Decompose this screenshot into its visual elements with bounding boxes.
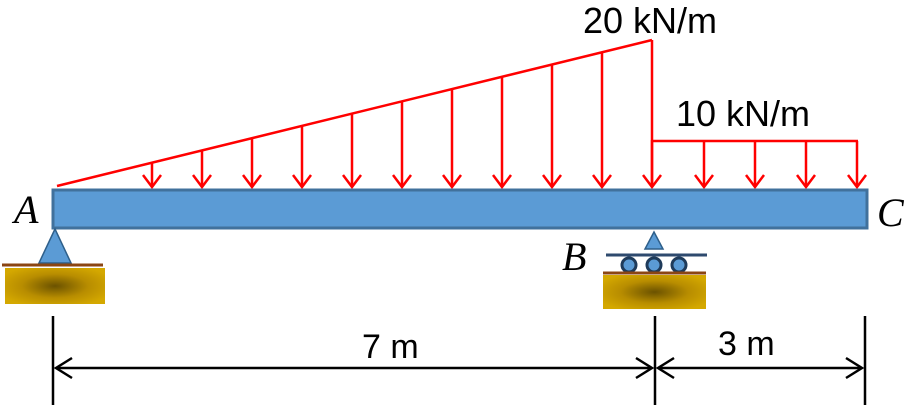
- dimension-arrow-ab: [53, 356, 655, 380]
- load-arrow: [442, 89, 462, 190]
- point-b-label: B: [562, 234, 586, 279]
- load-arrow: [592, 52, 612, 190]
- load-arrow: [492, 76, 512, 190]
- uniform-load-arrows: [694, 141, 867, 190]
- dimension-arrow-bc: [655, 356, 865, 380]
- point-c-label: C: [877, 190, 905, 235]
- ground-block-b: [603, 275, 706, 309]
- triangular-load-top-line: [56, 38, 653, 188]
- roller-wheel: [620, 256, 638, 274]
- load-arrow: [292, 125, 312, 190]
- load-arrow: [392, 101, 412, 190]
- uniform-load-label: 10 kN/m: [676, 93, 810, 134]
- load-arrow: [745, 141, 765, 190]
- dimension-lines: [51, 316, 867, 405]
- roller-triangle: [643, 230, 665, 250]
- load-arrow: [342, 113, 362, 190]
- roller-support-b: [603, 230, 707, 309]
- load-arrow: [642, 140, 662, 190]
- load-arrow: [542, 64, 562, 190]
- roller-wheel: [645, 256, 663, 274]
- uniform-load: [652, 139, 867, 190]
- load-arrow: [192, 150, 212, 190]
- span-bc-label: 3 m: [718, 325, 775, 363]
- pin-support-a: [2, 227, 105, 304]
- triangular-load-arrows: [142, 52, 662, 190]
- load-arrow: [142, 162, 162, 190]
- load-arrow: [694, 141, 714, 190]
- pin-triangle: [37, 227, 73, 264]
- load-arrow: [242, 138, 262, 190]
- triangular-load-label: 20 kN/m: [583, 0, 717, 41]
- ground-block-a: [5, 268, 105, 304]
- beam: [51, 188, 869, 230]
- point-a-label: A: [11, 187, 39, 232]
- roller-wheel: [670, 256, 688, 274]
- load-arrow: [796, 141, 816, 190]
- triangular-load: [56, 38, 662, 190]
- span-ab-label: 7 m: [362, 328, 419, 366]
- load-arrow: [847, 141, 867, 190]
